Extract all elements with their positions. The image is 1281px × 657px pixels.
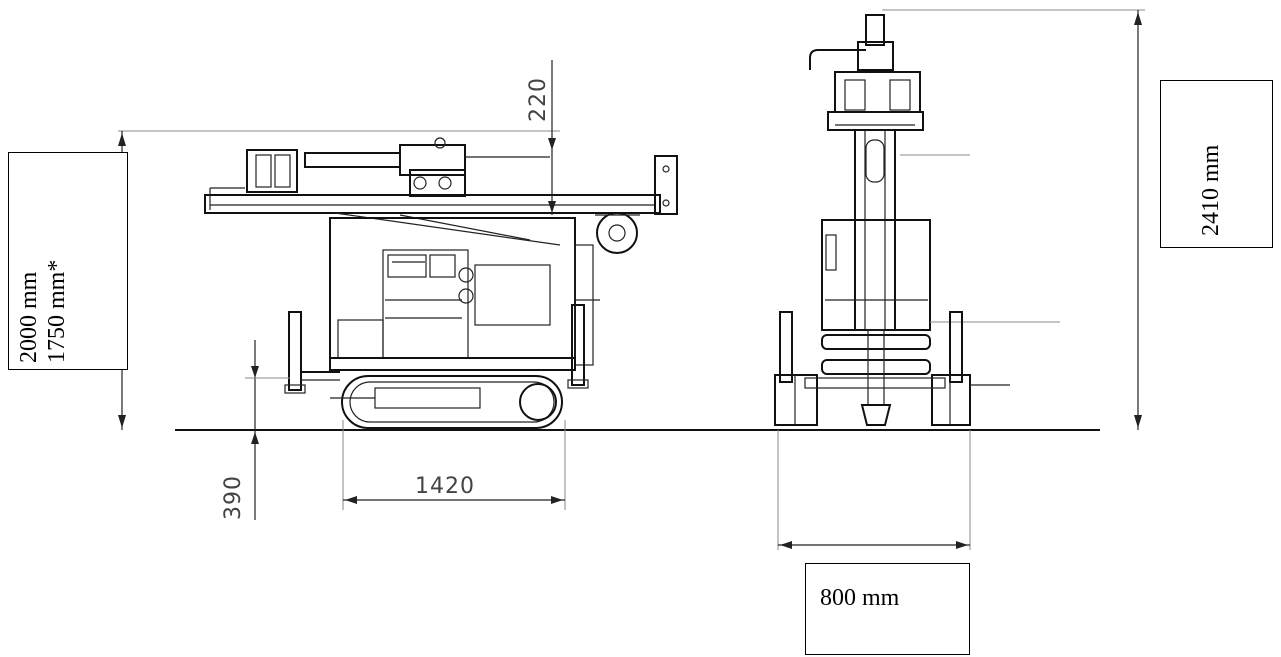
side-view: 220 390 1420 [118, 60, 678, 520]
dim-390: 390 [221, 475, 246, 520]
height-label-line2: 1750 mm* [44, 259, 70, 363]
width-label: 800 mm [820, 585, 900, 611]
front-view [774, 9, 1145, 550]
width-label-box: 800 mm [805, 563, 970, 655]
total-height-label: 2410 mm [1198, 144, 1224, 236]
dim-220: 220 [526, 77, 551, 122]
height-label-box: 2000 mm 1750 mm* [8, 152, 128, 370]
total-height-label-box: 2410 mm [1160, 80, 1273, 248]
dim-1420: 1420 [415, 474, 475, 499]
height-label-line1: 2000 mm [16, 271, 42, 363]
